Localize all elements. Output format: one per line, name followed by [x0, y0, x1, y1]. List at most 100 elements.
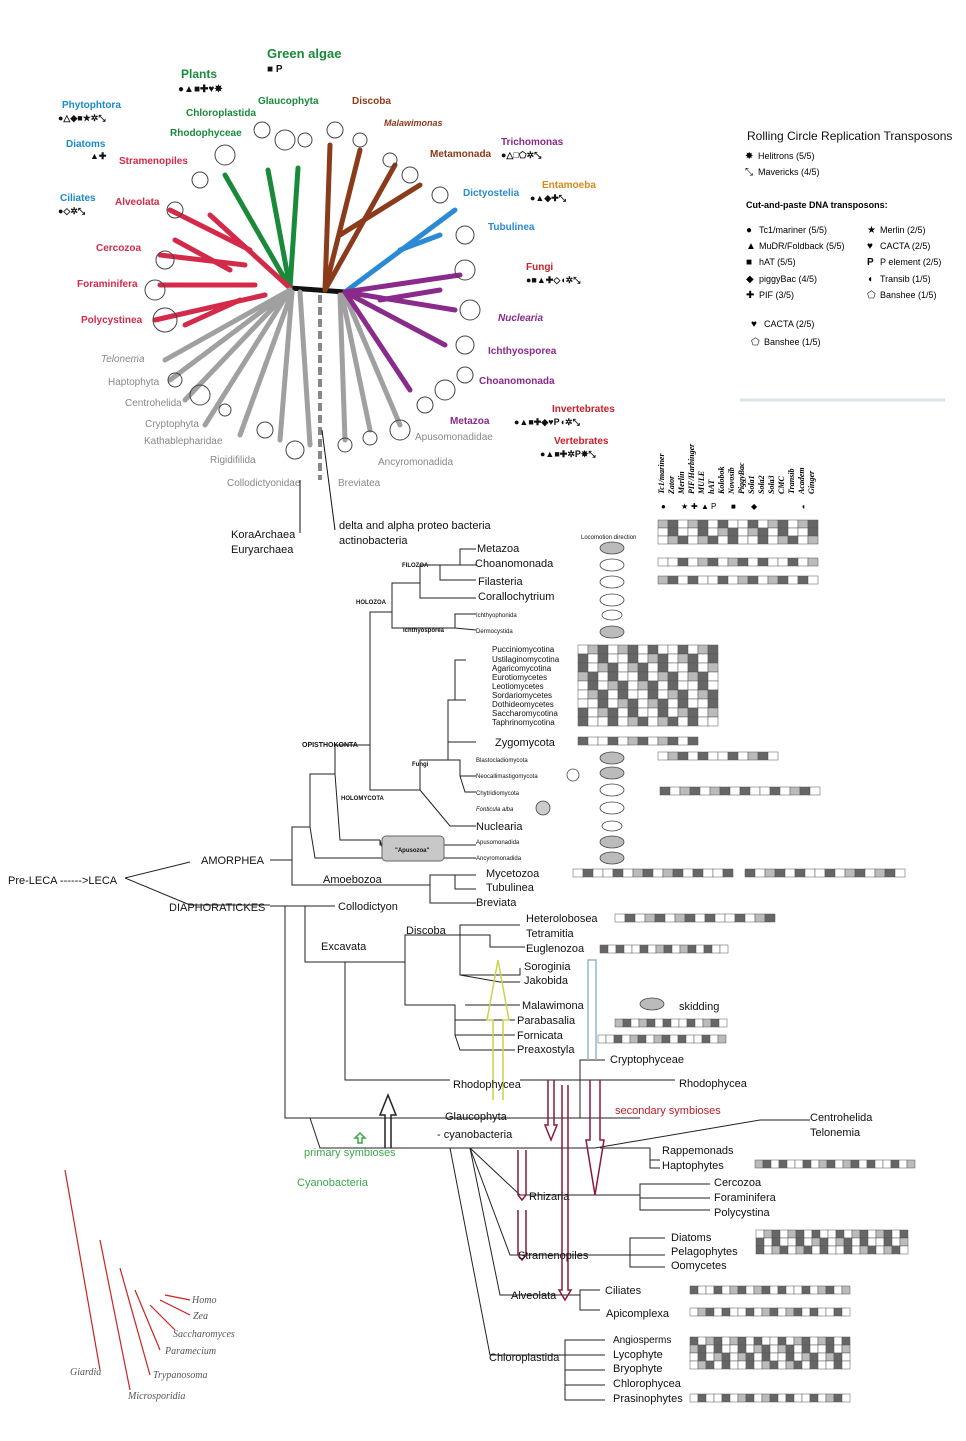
label-entamoeba: Entamoeba	[542, 180, 596, 191]
heatmap-cell	[679, 944, 689, 954]
heatmap-cell	[850, 1159, 860, 1169]
symbols-invertebrates: ●▲■✚◆♥P◖✲⤡	[514, 417, 581, 427]
heatmap-cell	[597, 671, 609, 682]
heatmap-cell	[693, 1034, 703, 1044]
heatmap-cell	[851, 1245, 861, 1255]
heatmap-cell	[759, 786, 771, 796]
heatmap-cell	[627, 671, 639, 682]
heatmap-cell	[697, 653, 709, 664]
heatmap-cell	[747, 557, 759, 567]
taxon-rhodophycea: Rhodophycea	[453, 1079, 522, 1091]
taxon-soroginia: Soroginia	[524, 961, 571, 973]
legend-cutpaste-title: Cut-and-paste DNA transposons:	[746, 200, 888, 210]
heatmap-cell	[709, 1034, 719, 1044]
column-symbols: ●★✚▲P■◆◖	[661, 502, 806, 511]
heatmap-cell	[717, 751, 729, 761]
heatmap-cell	[657, 653, 669, 664]
heatmap-cell	[721, 1285, 731, 1295]
column-header: hAT	[707, 479, 716, 494]
heatmap-cell	[777, 1285, 787, 1295]
small-tree-saccharomyces: Saccharomyces	[173, 1329, 235, 1340]
taxon-apusomonadida: Apusomonadida	[476, 840, 520, 846]
heatmap-cell	[687, 689, 699, 700]
heatmap-cell	[667, 671, 679, 682]
heatmap-cell	[755, 1237, 765, 1247]
heatmap-cell	[657, 575, 669, 585]
heatmap-cell	[667, 575, 679, 585]
heatmap-cell	[843, 1245, 853, 1255]
taxon-apicomplexa: Apicomplexa	[606, 1308, 670, 1320]
heatmap-cell	[777, 527, 789, 537]
heatmap-cell	[825, 1285, 835, 1295]
heatmap-cell	[729, 1285, 739, 1295]
heatmap-cell	[713, 1344, 723, 1354]
taxon-tubulinea: Tubulinea	[486, 882, 535, 894]
heatmap-cell	[779, 1245, 789, 1255]
heatmap-cell	[687, 751, 699, 761]
holomycota-label: HOLOMYCOTA	[341, 796, 385, 802]
heatmap-cell	[657, 716, 669, 727]
taxon-corallochytrium: Corallochytrium	[478, 591, 554, 603]
heatmap-cell	[713, 1285, 723, 1295]
heatmap-cell	[809, 1360, 819, 1370]
heatmap-cell	[778, 1159, 788, 1169]
heatmap-cell	[637, 1034, 647, 1044]
heatmap-cell	[906, 1159, 916, 1169]
heatmap-cell	[801, 1307, 811, 1317]
heatmap-cell	[729, 1360, 739, 1370]
heatmap-cell	[819, 1229, 829, 1239]
heatmap-cell	[707, 707, 719, 718]
heatmap-cell	[607, 662, 619, 673]
heatmap-cell	[767, 751, 779, 761]
heatmap-cell	[707, 689, 719, 700]
heatmap-cell	[719, 944, 729, 954]
heatmap-cell	[697, 575, 709, 585]
heatmap-cell	[607, 707, 619, 718]
heatmap-cell	[597, 680, 609, 691]
heatmap-cell	[825, 1336, 835, 1346]
heatmap-cell	[587, 671, 599, 682]
label-foraminifera: Foraminifera	[77, 279, 138, 290]
heatmap-cell	[727, 535, 739, 545]
heatmap-cell	[709, 786, 721, 796]
label-metamonada: Metamonada	[430, 149, 492, 160]
heatmap-cell	[807, 527, 819, 537]
taxon-pelagophytes: Pelagophytes	[671, 1246, 738, 1258]
heatmap-cell	[697, 1307, 707, 1317]
heatmap-cell	[607, 698, 619, 709]
heatmap-cell	[587, 653, 599, 664]
heatmap-cell	[607, 680, 619, 691]
heatmap-cell	[647, 707, 659, 718]
heatmap-cell	[677, 689, 689, 700]
column-header: Kolobok	[717, 466, 726, 495]
column-header: Sola2	[757, 475, 766, 494]
amorphea-label: AMORPHEA	[201, 855, 265, 867]
heatmap-cell	[657, 689, 669, 700]
taxon-saccharomycotina: Saccharomycotina	[492, 709, 558, 718]
column-header: Ginger	[807, 470, 816, 494]
taxon-diatoms: Diatoms	[671, 1232, 712, 1244]
heatmap-cell	[631, 944, 641, 954]
heatmap-cell	[761, 1336, 771, 1346]
heatmap-cell	[627, 736, 639, 746]
heatmap-cell	[807, 557, 819, 567]
heatmap-cell	[777, 1307, 787, 1317]
heatmap-cell	[697, 716, 709, 727]
heatmap-cell	[777, 557, 789, 567]
heatmap-cell	[841, 1360, 851, 1370]
heatmap-cell	[687, 716, 699, 727]
heatmap-cell	[587, 716, 599, 727]
heatmap-cell	[793, 1285, 803, 1295]
excavata-label: Excavata	[321, 941, 367, 953]
taxon-ciliates: Ciliates	[605, 1285, 642, 1297]
heatmap-cell	[707, 653, 719, 664]
legend-symbol-mavericks: ⤡	[745, 167, 753, 178]
heatmap-cell	[689, 1352, 699, 1362]
heatmap-cell	[622, 1018, 632, 1028]
heatmap-cell	[729, 1344, 739, 1354]
label-discoba: Discoba	[352, 96, 391, 107]
heatmap-cell	[607, 644, 619, 655]
column-header: CMC	[777, 476, 786, 494]
primary-symbioses-label: primary symbioses	[304, 1147, 396, 1159]
heatmap-cell	[664, 913, 676, 923]
